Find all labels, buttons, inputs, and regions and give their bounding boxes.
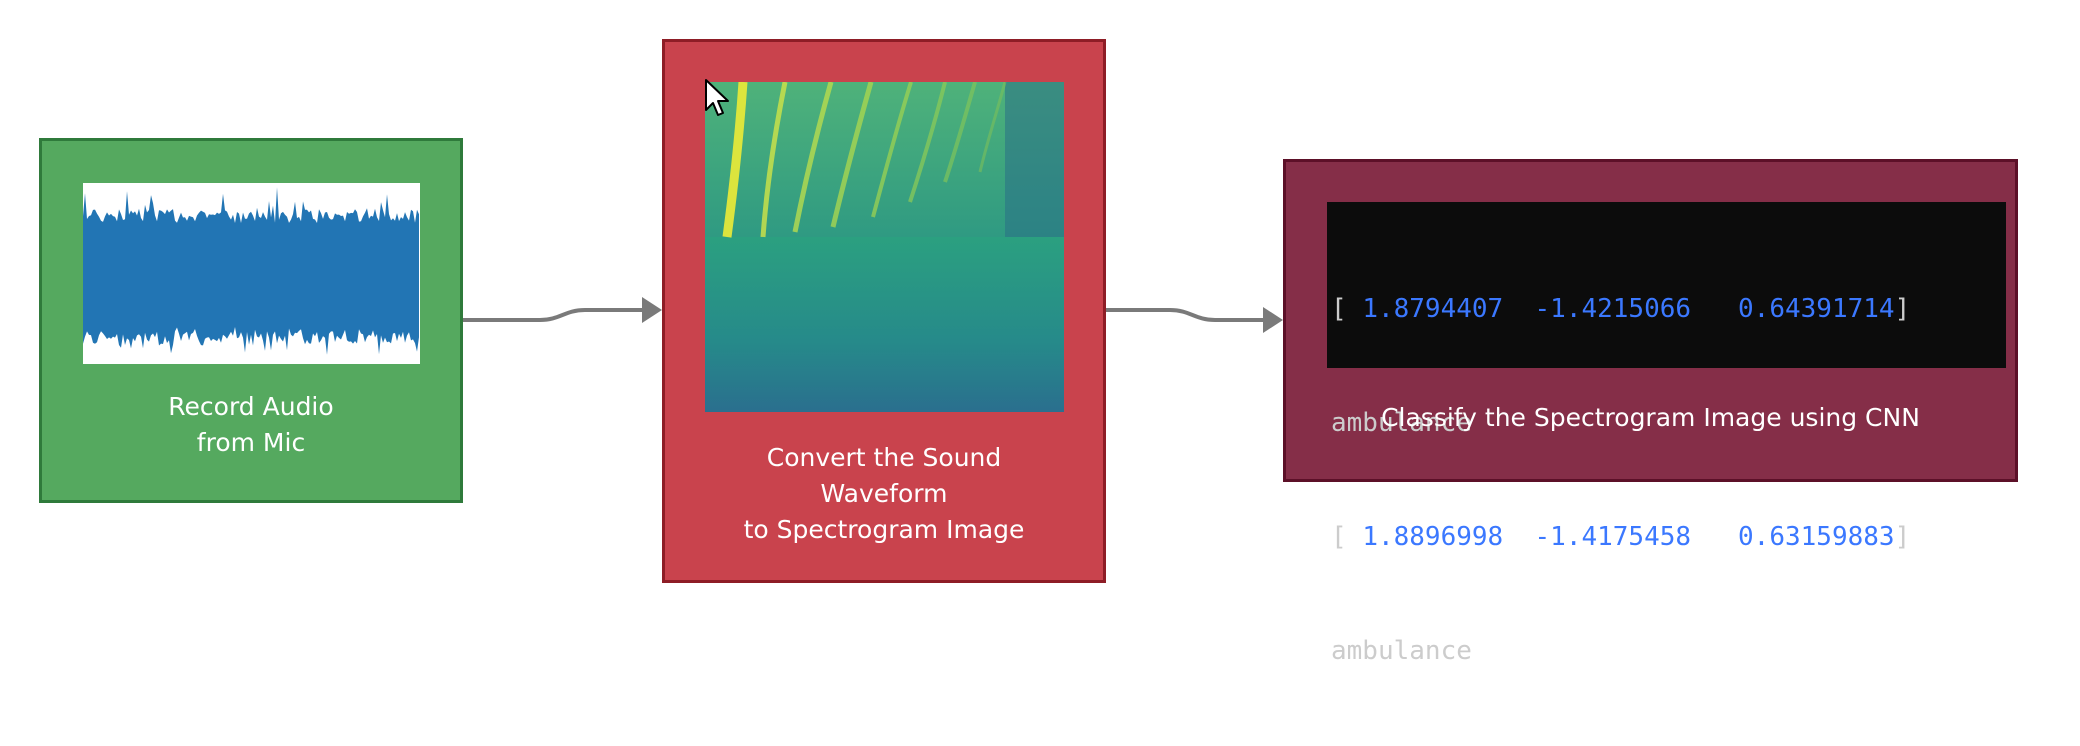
convert-caption-line3: to Spectrogram Image xyxy=(743,515,1025,544)
console-prediction-row: [ 1.8896998 -1.4175458 0.63159883] xyxy=(1331,522,1911,552)
classify-caption-line1: Classify the Spectrogram Image using CNN xyxy=(1381,403,1920,432)
prediction-value: -1.4215066 xyxy=(1534,294,1692,324)
prediction-value: -1.4175458 xyxy=(1534,522,1692,552)
flow-connectors xyxy=(463,297,1283,333)
prediction-value: 1.8896998 xyxy=(1362,522,1504,552)
console-output: [ 1.8794407 -1.4215066 0.64391714] ambul… xyxy=(1327,202,2006,666)
step-convert-spectrogram: Convert the Sound Waveform to Spectrogra… xyxy=(662,39,1106,583)
console-label-row: ambulance xyxy=(1331,408,1472,438)
arrow-right-icon xyxy=(1263,307,1283,333)
console-prediction-row: [ 1.8794407 -1.4215066 0.64391714] xyxy=(1331,294,1911,324)
prediction-value: 1.8794407 xyxy=(1362,294,1504,324)
connector-record-to-convert xyxy=(463,308,642,322)
record-caption-line1: Record Audio xyxy=(168,392,334,421)
spectrogram-icon xyxy=(705,82,1064,412)
prediction-value: 0.64391714 xyxy=(1738,294,1895,324)
record-caption: Record Audio from Mic xyxy=(42,389,460,461)
step-record-audio: Record Audio from Mic xyxy=(39,138,463,503)
arrow-right-icon xyxy=(642,297,662,323)
convert-caption-line2: Waveform xyxy=(820,479,948,508)
convert-caption: Convert the Sound Waveform to Spectrogra… xyxy=(665,440,1103,548)
classify-caption: Classify the Spectrogram Image using CNN xyxy=(1286,400,2015,436)
convert-caption-line1: Convert the Sound xyxy=(766,443,1002,472)
prediction-value: 0.63159883 xyxy=(1738,522,1895,552)
waveform-icon xyxy=(83,183,420,364)
mouse-pointer-icon xyxy=(705,79,729,116)
connector-convert-to-classify xyxy=(1106,308,1263,322)
record-caption-line2: from Mic xyxy=(196,428,306,457)
step-classify-cnn: [ 1.8794407 -1.4215066 0.64391714] ambul… xyxy=(1283,159,2018,666)
console-label-row: ambulance xyxy=(1331,636,1472,666)
